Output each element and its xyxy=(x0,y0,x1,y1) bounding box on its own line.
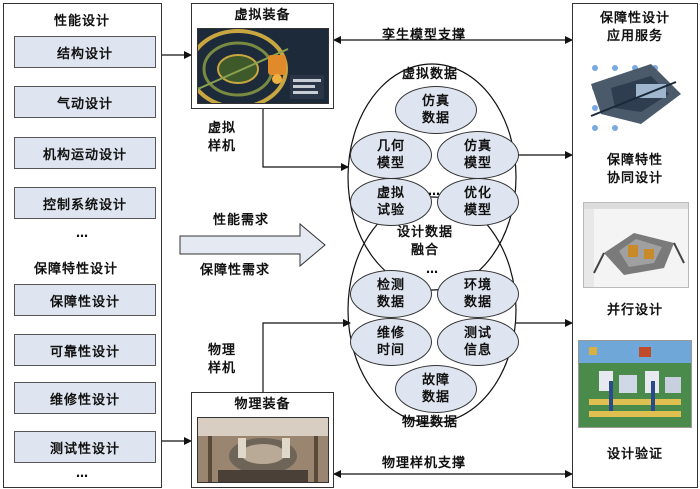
support-more: … xyxy=(76,466,88,480)
physical-data-title: 物理数据 xyxy=(402,415,459,430)
inspection-data-node: 检测 数据 xyxy=(350,270,432,318)
maintenance-time-node: 维修 时间 xyxy=(350,318,432,366)
twin-model-support-label: 孪生模型支撑 xyxy=(382,28,467,43)
support-design-title: 保障特性设计 xyxy=(34,262,119,277)
test-info-node: 测试 信息 xyxy=(437,318,519,366)
virtual-more: … xyxy=(428,184,440,198)
parallel-design-image xyxy=(583,202,689,288)
maintainability-design-item: 维修性设计 xyxy=(14,382,156,414)
virtual-data-title: 虚拟数据 xyxy=(402,67,459,82)
aerodynamic-design-item: 气动设计 xyxy=(14,86,156,118)
mechanism-motion-design-item: 机构运动设计 xyxy=(14,137,156,169)
design-verification-image xyxy=(578,340,692,428)
virtual-data-ellipse xyxy=(347,63,517,291)
application-services-panel: 保障性设计 应用服务 保障特性 协同设计 xyxy=(572,3,698,488)
physical-data-ellipse xyxy=(347,196,517,424)
physical-equipment-title: 物理装备 xyxy=(234,397,291,412)
virtual-test-node: 虚拟 试验 xyxy=(350,178,432,226)
fault-data-node: 故障 数据 xyxy=(395,365,477,413)
testability-design-item: 测试性设计 xyxy=(14,431,156,463)
virtual-equipment-image xyxy=(197,28,329,104)
physical-more: … xyxy=(426,262,438,276)
collaborative-design-label: 保障特性 协同设计 xyxy=(606,153,663,186)
sim-model-node: 仿真 模型 xyxy=(437,131,519,179)
physical-prototype-connector xyxy=(262,319,351,392)
parallel-design-label: 并行设计 xyxy=(606,303,663,318)
virtual-equipment-title: 虚拟装备 xyxy=(234,8,291,23)
support-demand-label: 保障性需求 xyxy=(200,263,271,278)
physical-equipment-box: 物理装备 xyxy=(191,392,334,488)
virtual-prototype-label: 虚拟 样机 xyxy=(208,121,237,154)
performance-demand-label: 性能需求 xyxy=(213,213,270,228)
physical-prototype-label: 物理 样机 xyxy=(208,343,237,376)
physical-equipment-image xyxy=(197,417,329,483)
performance-design-title: 性能设计 xyxy=(54,14,111,29)
design-data-fusion-label: 设计数据 融合 xyxy=(397,225,454,258)
application-services-title: 保障性设计 应用服务 xyxy=(599,11,670,44)
supportability-design-item: 保障性设计 xyxy=(14,284,156,316)
design-input-panel: 性能设计 结构设计 气动设计 机构运动设计 控制系统设计 … 保障特性设计 保障… xyxy=(3,3,162,488)
sim-data-node: 仿真 数据 xyxy=(395,86,477,134)
structure-design-item: 结构设计 xyxy=(14,36,156,68)
control-system-design-item: 控制系统设计 xyxy=(14,187,156,219)
virtual-equipment-box: 虚拟装备 xyxy=(191,3,334,109)
reliability-design-item: 可靠性设计 xyxy=(14,334,156,366)
performance-more: … xyxy=(76,226,88,240)
environment-data-node: 环境 数据 xyxy=(437,270,519,318)
collaborative-design-image xyxy=(581,54,689,140)
demand-arrow xyxy=(179,222,326,268)
virtual-prototype-connector xyxy=(262,108,349,171)
optimization-model-node: 优化 模型 xyxy=(437,178,519,226)
design-verification-label: 设计验证 xyxy=(606,447,663,462)
geometry-model-node: 几何 模型 xyxy=(350,131,432,179)
physical-prototype-support-label: 物理样机支撑 xyxy=(382,456,467,471)
